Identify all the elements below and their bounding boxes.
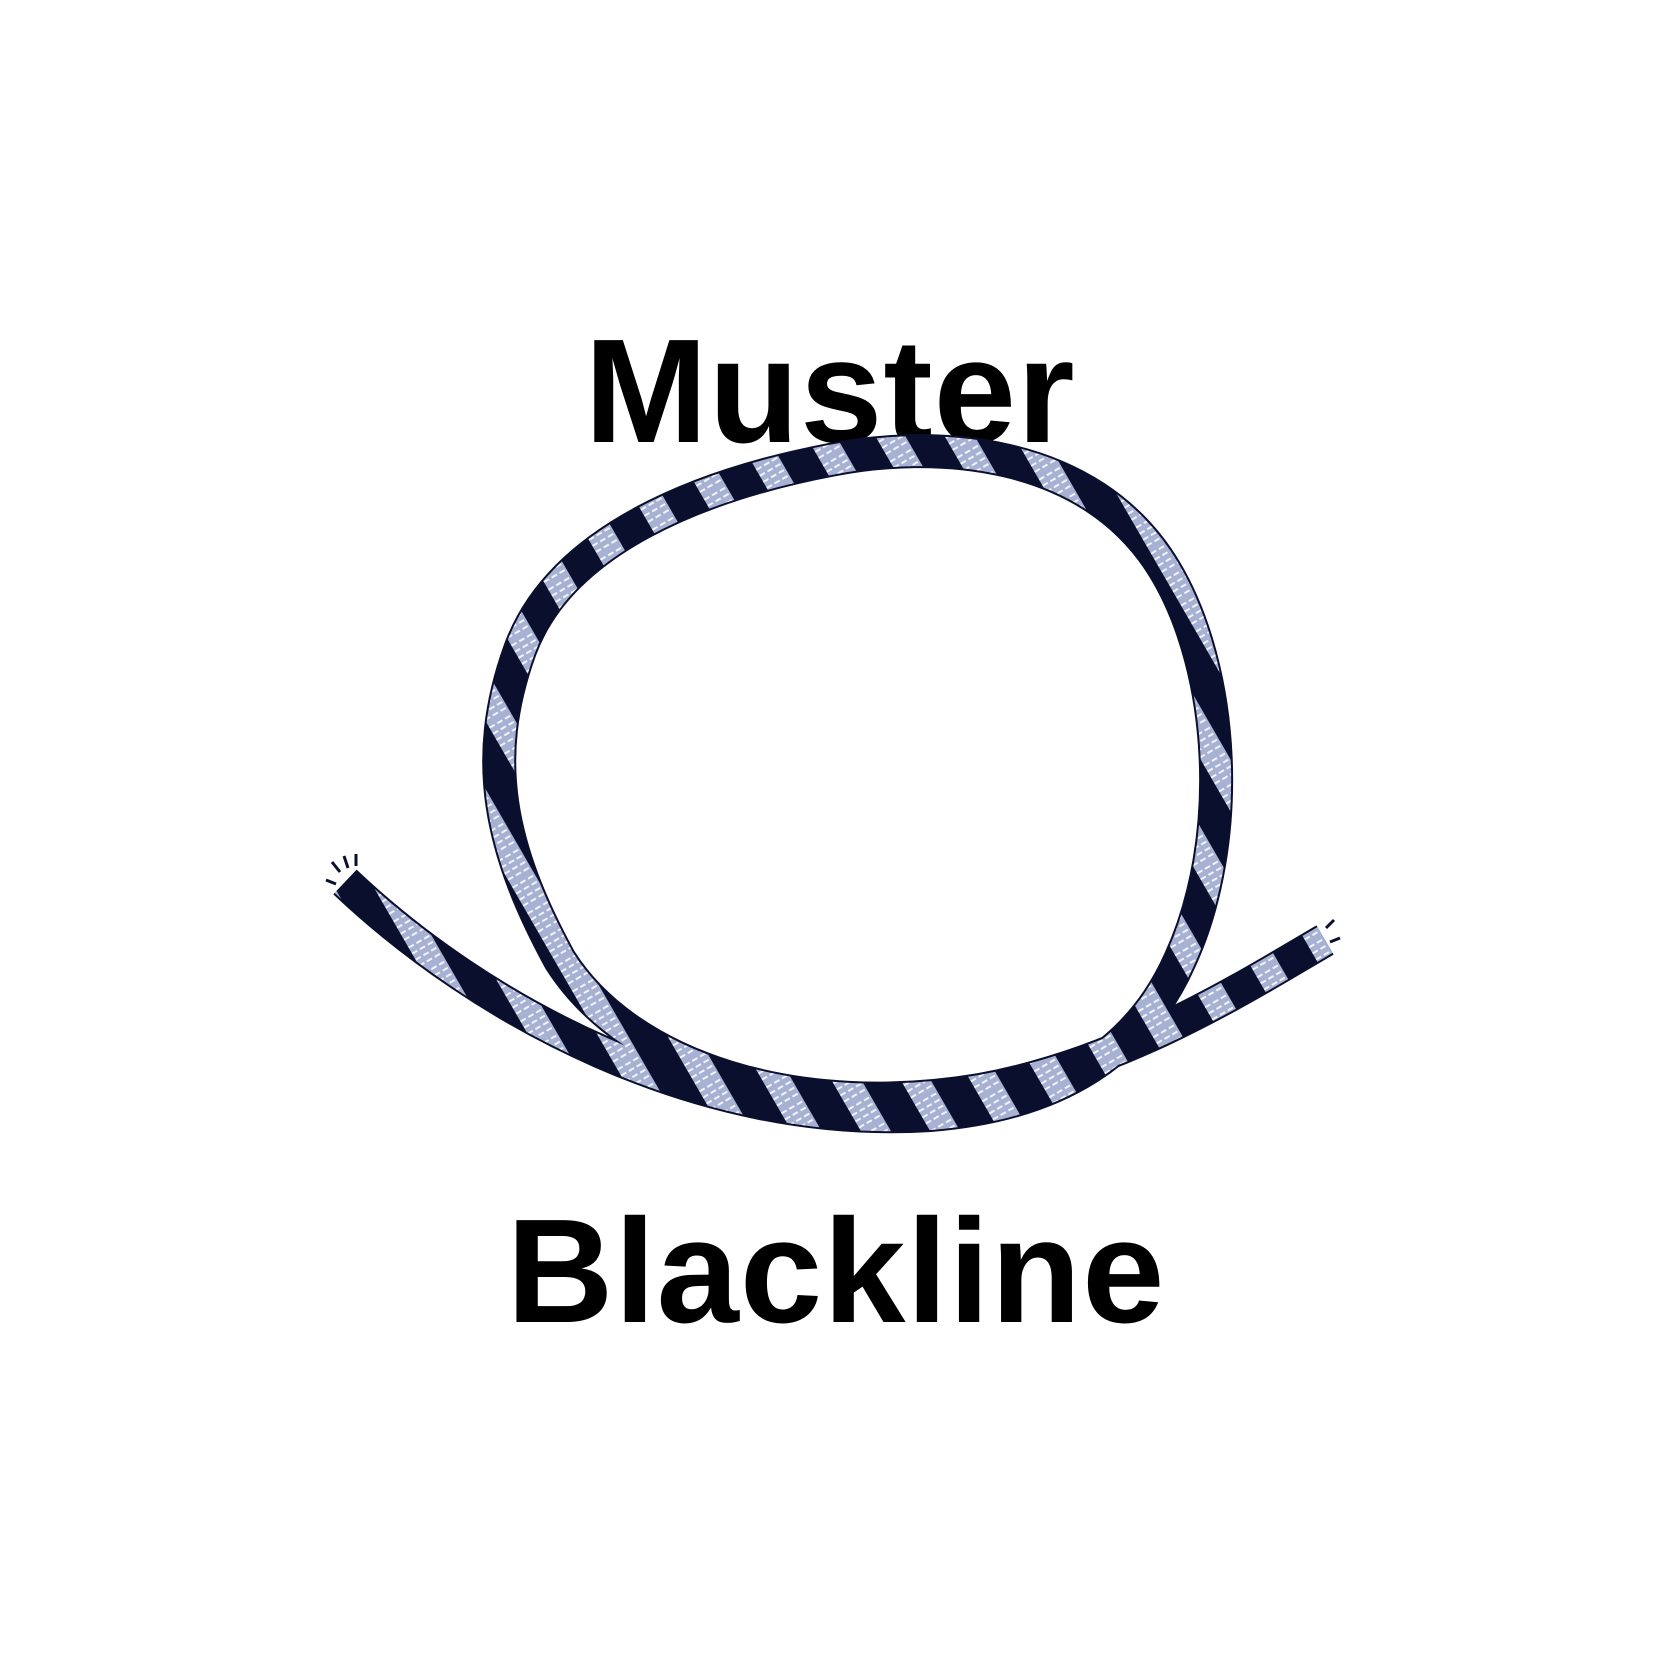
frayed-end-left [325, 854, 358, 886]
frayed-end-right [1324, 918, 1341, 944]
product-subtitle: Blackline [506, 1189, 1166, 1354]
